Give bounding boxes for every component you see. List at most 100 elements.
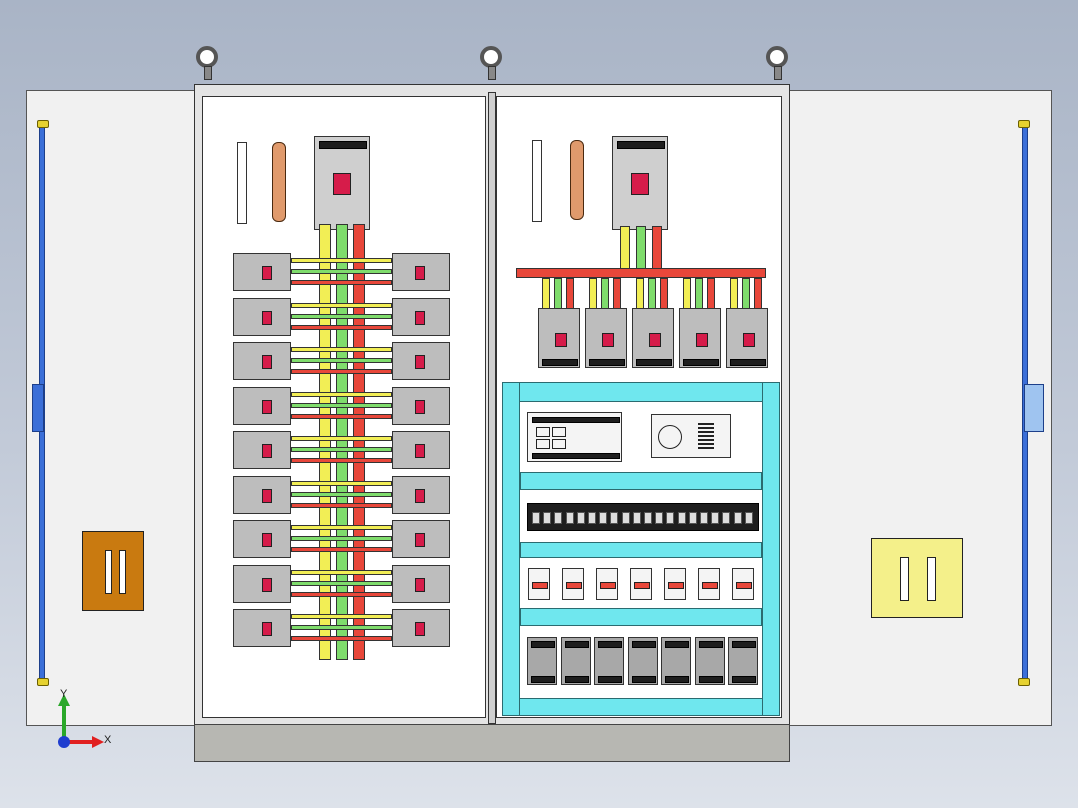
terminal-block — [621, 512, 630, 524]
breaker-toggle[interactable] — [415, 355, 425, 369]
breaker-toggle[interactable] — [415, 444, 425, 458]
feeder-drop-l1 — [683, 278, 691, 310]
breaker-toggle[interactable] — [333, 173, 351, 195]
fuse-module[interactable] — [630, 568, 652, 600]
fuse-module[interactable] — [562, 568, 584, 600]
contactor[interactable] — [527, 637, 557, 685]
feeder-breaker[interactable] — [679, 308, 721, 368]
fuse-module[interactable] — [596, 568, 618, 600]
branch-breaker-right[interactable] — [392, 520, 450, 558]
breaker-toggle[interactable] — [262, 577, 272, 592]
contactor[interactable] — [694, 637, 725, 685]
terminal-block — [532, 512, 540, 524]
breaker-terminals — [617, 141, 665, 149]
branch-breaker-right[interactable] — [392, 609, 450, 647]
branch-breaker-right[interactable] — [392, 386, 450, 425]
ring-bolt-stem — [204, 66, 212, 80]
main-breaker-right[interactable] — [612, 136, 668, 230]
breaker-toggle[interactable] — [262, 355, 272, 369]
breaker-toggle[interactable] — [696, 333, 708, 347]
feeder-drop-l2 — [742, 278, 750, 310]
y-axis-head — [58, 694, 70, 706]
branch-breaker-right[interactable] — [392, 253, 450, 291]
contactor-terminals — [732, 641, 756, 648]
breaker-toggle[interactable] — [415, 488, 425, 503]
branch-breaker-left[interactable] — [233, 431, 291, 469]
branch-breaker-left[interactable] — [233, 520, 291, 558]
branch-breaker-left[interactable] — [233, 564, 291, 603]
breaker-toggle[interactable] — [415, 399, 425, 414]
strap-l2 — [291, 447, 392, 452]
x-axis-label: X — [104, 734, 112, 746]
power-supply[interactable] — [651, 414, 731, 458]
right-door-handle[interactable] — [871, 538, 963, 618]
breaker-toggle[interactable] — [262, 444, 272, 458]
right-door-hinge-top — [1018, 120, 1030, 128]
branch-breaker-left[interactable] — [233, 609, 291, 647]
breaker-toggle[interactable] — [649, 333, 661, 347]
contactor-terminals — [698, 641, 723, 648]
fuse-module[interactable] — [664, 568, 686, 600]
plc-port-icon — [552, 439, 566, 449]
branch-breaker-left[interactable] — [233, 386, 291, 425]
branch-breaker-right[interactable] — [392, 297, 450, 336]
feeder-breaker[interactable] — [632, 308, 674, 368]
breaker-toggle[interactable] — [262, 266, 272, 280]
breaker-toggle[interactable] — [602, 333, 614, 347]
branch-breaker-left[interactable] — [233, 253, 291, 291]
breaker-toggle[interactable] — [262, 310, 272, 325]
strap-l1 — [291, 391, 392, 397]
y-axis-label: Y — [60, 688, 68, 700]
breaker-toggle[interactable] — [743, 333, 755, 347]
breaker-toggle[interactable] — [262, 399, 272, 414]
branch-breaker-right[interactable] — [392, 564, 450, 603]
terminal-strip — [237, 142, 247, 224]
handle-slot — [105, 550, 112, 594]
breaker-toggle[interactable] — [262, 533, 272, 547]
breaker-toggle[interactable] — [262, 488, 272, 503]
breaker-toggle[interactable] — [555, 333, 567, 347]
plc-module[interactable] — [527, 412, 622, 462]
branch-breaker-left[interactable] — [233, 475, 291, 514]
strap-l3 — [291, 591, 392, 597]
strap-l1 — [291, 614, 392, 619]
terminal-block — [711, 512, 720, 524]
breaker-toggle[interactable] — [415, 310, 425, 325]
left-door-handle[interactable] — [82, 531, 144, 611]
fuse-module[interactable] — [732, 568, 754, 600]
breaker-toggle[interactable] — [262, 622, 272, 636]
breaker-toggle[interactable] — [631, 173, 649, 195]
branch-breaker-left[interactable] — [233, 342, 291, 380]
feeder-drop-l3 — [613, 278, 621, 310]
breaker-toggle[interactable] — [415, 577, 425, 592]
contactor-terminals — [698, 676, 723, 683]
main-breaker-left[interactable] — [314, 136, 370, 230]
feeder-breaker[interactable] — [585, 308, 627, 368]
terminal-block — [744, 512, 753, 524]
feeder-breaker[interactable] — [726, 308, 768, 368]
fuse-indicator — [532, 582, 548, 589]
contactor[interactable] — [560, 637, 591, 685]
contactor[interactable] — [594, 637, 624, 685]
contactor[interactable] — [661, 637, 691, 685]
strap-l1 — [291, 347, 392, 352]
branch-breaker-right[interactable] — [392, 342, 450, 380]
contactor[interactable] — [627, 637, 658, 685]
fuse-module[interactable] — [528, 568, 550, 600]
breaker-toggle[interactable] — [415, 533, 425, 547]
feeder-drop-l3 — [754, 278, 762, 310]
breaker-terminals — [319, 141, 367, 149]
contactor-terminals — [598, 641, 622, 648]
feeder-drop-l1 — [589, 278, 597, 310]
feeder-drop-l1 — [636, 278, 644, 310]
strap-l3 — [291, 547, 392, 552]
breaker-toggle[interactable] — [415, 622, 425, 636]
branch-breaker-right[interactable] — [392, 475, 450, 514]
contactor[interactable] — [728, 637, 758, 685]
branch-breaker-left[interactable] — [233, 297, 291, 336]
ring-bolt-icon — [196, 46, 218, 68]
breaker-toggle[interactable] — [415, 266, 425, 280]
branch-breaker-right[interactable] — [392, 431, 450, 469]
fuse-module[interactable] — [698, 568, 720, 600]
feeder-breaker[interactable] — [538, 308, 580, 368]
